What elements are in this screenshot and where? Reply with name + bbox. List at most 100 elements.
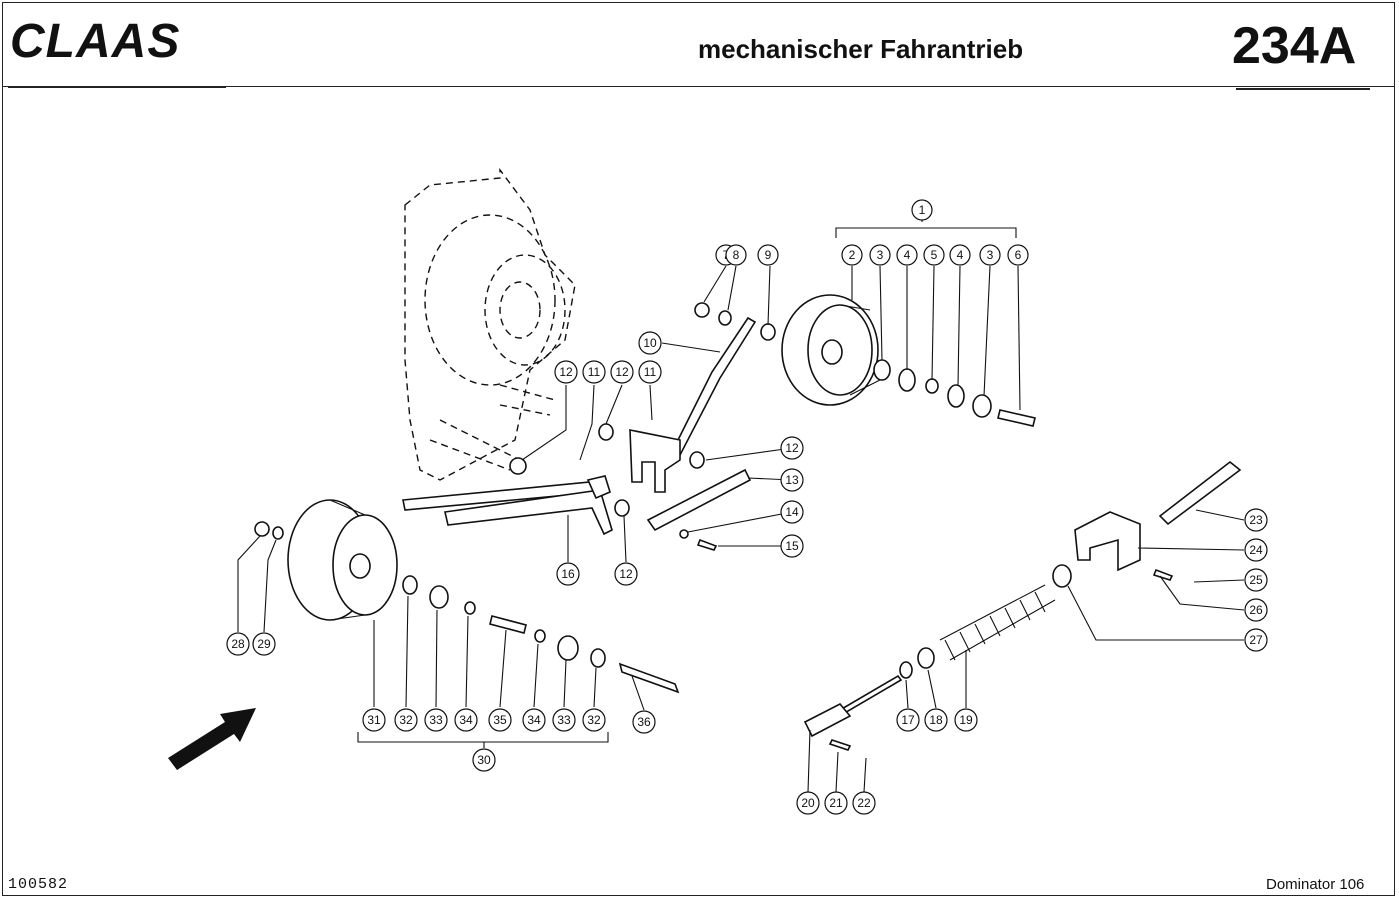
leader-lines (237, 210, 1245, 793)
callout-24: 24 (1244, 538, 1268, 562)
callout-34a-label: 34 (459, 713, 473, 727)
callout-22-label: 22 (857, 796, 871, 810)
claas-logo: CLAAS (10, 15, 181, 68)
callout-4b: 4 (949, 244, 971, 266)
callout-25-label: 25 (1249, 573, 1263, 587)
callout-34b-label: 34 (527, 713, 541, 727)
link-16 (402, 475, 613, 536)
callout-21-label: 21 (829, 796, 843, 810)
link-13 (646, 468, 752, 532)
callout-25: 25 (1244, 568, 1268, 592)
callout-24-label: 24 (1249, 543, 1263, 557)
callout-12b: 12 (610, 360, 634, 384)
callout-1: 1 (911, 199, 933, 221)
callout-16: 16 (556, 562, 580, 586)
callout-13-label: 13 (785, 473, 799, 487)
callout-4: 4 (896, 244, 918, 266)
callout-13: 13 (780, 468, 804, 492)
callout-26-label: 26 (1249, 603, 1263, 617)
callout-9-label: 9 (765, 248, 772, 262)
callout-3b: 3 (979, 244, 1001, 266)
callout-19: 19 (954, 708, 978, 732)
callout-34b: 34 (522, 708, 546, 732)
callout-33b-label: 33 (557, 713, 571, 727)
callout-35-label: 35 (493, 713, 507, 727)
callout-34a: 34 (454, 708, 478, 732)
callout-33a-label: 33 (429, 713, 443, 727)
callout-12b-label: 12 (615, 365, 629, 379)
callout-17-label: 17 (901, 713, 915, 727)
callout-1-label: 1 (919, 203, 926, 217)
logo-underline (8, 86, 226, 88)
callout-11a-label: 11 (588, 365, 601, 379)
callout-3-label: 3 (877, 248, 884, 262)
callout-33b: 33 (552, 708, 576, 732)
lower-bearing-parts (254, 521, 680, 694)
callout-16-label: 16 (561, 567, 575, 581)
callout-8-label: 8 (733, 248, 740, 262)
lever-10 (629, 316, 757, 493)
callout-31: 31 (362, 708, 386, 732)
callout-10-label: 10 (643, 336, 657, 350)
callout-11a: 11 (582, 360, 606, 384)
callout-12d-label: 12 (619, 567, 633, 581)
callout-32a-label: 32 (399, 713, 413, 727)
page-number: 234A (1232, 17, 1357, 75)
callout-36-label: 36 (637, 715, 651, 729)
callout-14-label: 14 (785, 505, 799, 519)
callout-12d: 12 (614, 562, 638, 586)
callout-2-label: 2 (849, 248, 856, 262)
callout-21: 21 (824, 791, 848, 815)
callout-10: 10 (638, 331, 662, 355)
callout-17: 17 (896, 708, 920, 732)
callout-27: 27 (1244, 628, 1268, 652)
callout-3b-label: 3 (987, 248, 994, 262)
callout-33a: 33 (424, 708, 448, 732)
callout-23: 23 (1244, 508, 1268, 532)
callout-20: 20 (796, 791, 820, 815)
spring-assembly (803, 460, 1242, 751)
callout-15-label: 15 (785, 539, 799, 553)
callout-12a-label: 12 (559, 365, 573, 379)
header-divider (2, 86, 1395, 87)
callout-31-label: 31 (367, 713, 381, 727)
callout-27-label: 27 (1249, 633, 1263, 647)
callout-15: 15 (780, 534, 804, 558)
callout-12c: 12 (780, 436, 804, 460)
upper-pulley (781, 294, 881, 406)
callout-23-label: 23 (1249, 513, 1263, 527)
gearbox-housing-outline (404, 167, 576, 481)
callout-30-label: 30 (477, 753, 491, 767)
upper-hardware (694, 302, 776, 341)
callout-5-label: 5 (931, 248, 938, 262)
callout-19-label: 19 (959, 713, 973, 727)
callout-29: 29 (252, 632, 276, 656)
callout-35: 35 (488, 708, 512, 732)
drawing-reference-number: 100582 (8, 876, 69, 893)
callout-12a: 12 (554, 360, 578, 384)
callout-4-label: 4 (904, 248, 911, 262)
callout-12c-label: 12 (785, 441, 799, 455)
callout-36: 36 (632, 710, 656, 734)
machine-model: Dominator 106 (1266, 876, 1365, 893)
callout-32a: 32 (394, 708, 418, 732)
callout-26: 26 (1244, 598, 1268, 622)
callout-28: 28 (226, 632, 250, 656)
callout-14: 14 (780, 500, 804, 524)
callout-29-label: 29 (257, 637, 271, 651)
direction-arrow-icon (168, 708, 256, 770)
callout-32b: 32 (582, 708, 606, 732)
callout-6-label: 6 (1015, 248, 1022, 262)
upper-bearing-parts (873, 359, 1036, 427)
page-title: mechanischer Fahrantrieb (698, 34, 1024, 64)
callout-11b: 11 (638, 360, 662, 384)
lower-pulley (287, 499, 398, 621)
callout-28-label: 28 (231, 637, 245, 651)
page-number-underline (1236, 88, 1370, 90)
callout-32b-label: 32 (587, 713, 601, 727)
callout-20-label: 20 (801, 796, 815, 810)
callout-5: 5 (923, 244, 945, 266)
